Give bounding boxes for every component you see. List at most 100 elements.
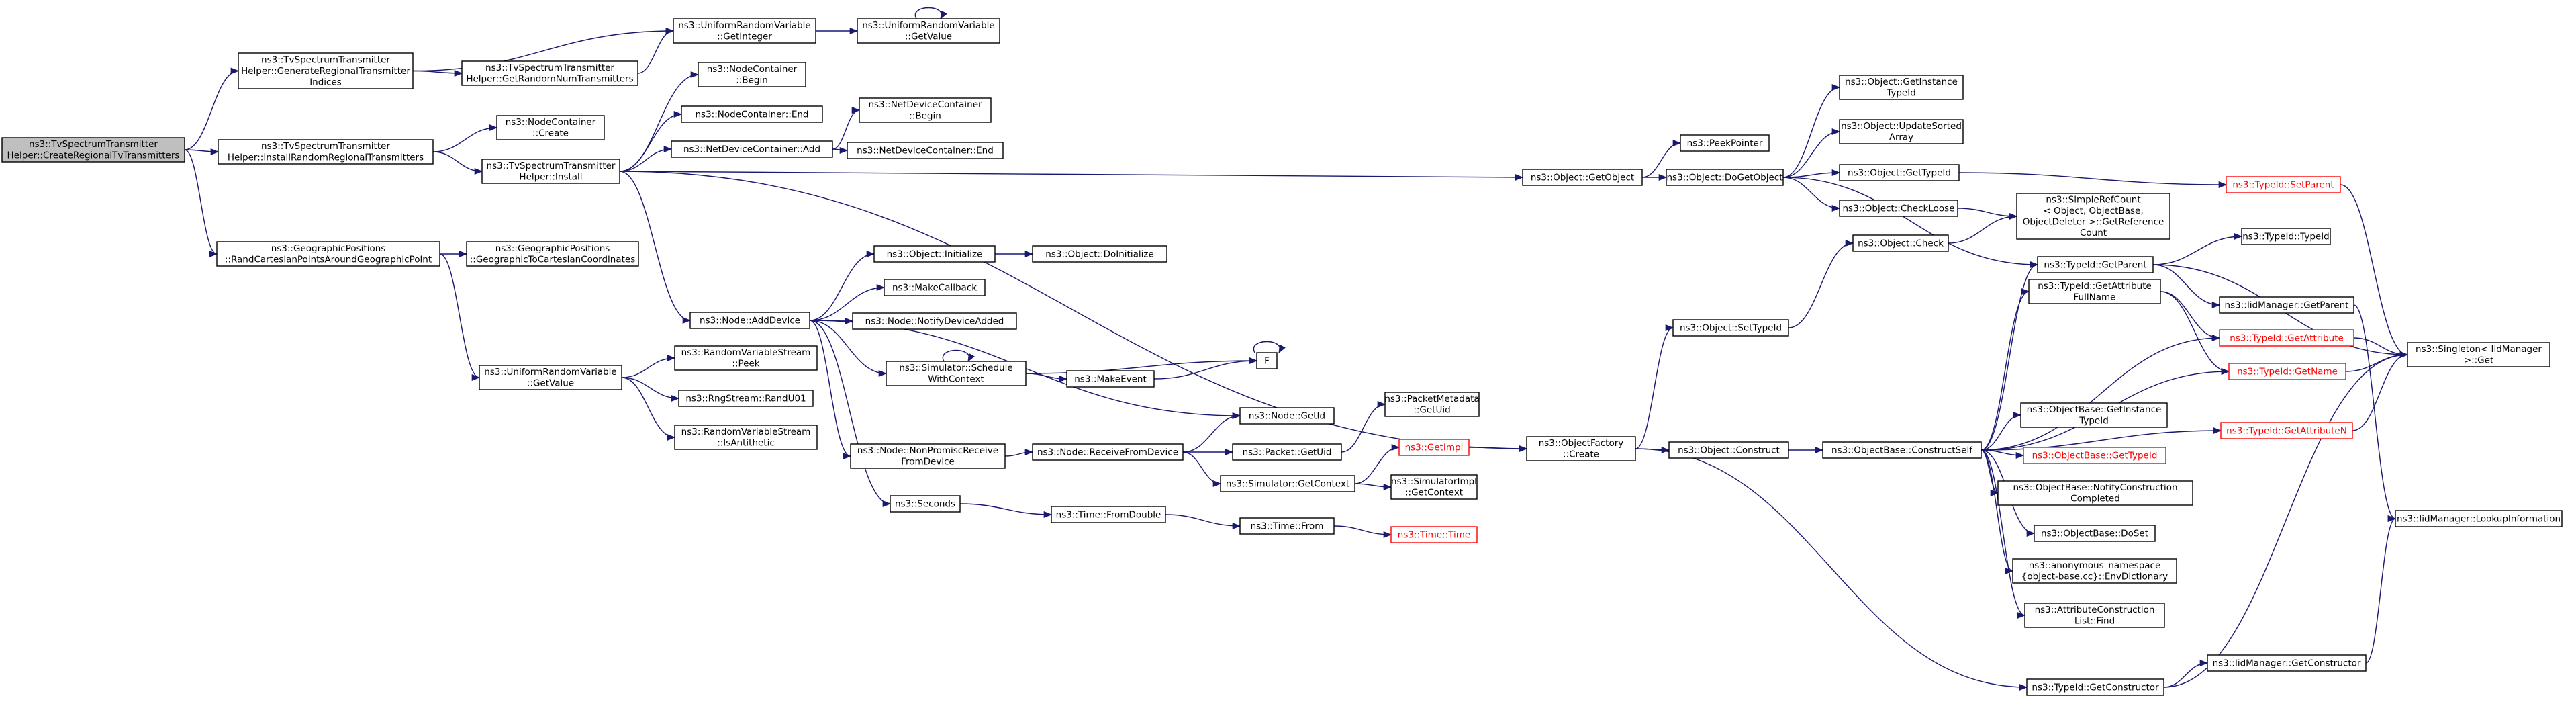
graph-node-ofCreate[interactable]: ns3::ObjectFactory::Create	[1526, 436, 1636, 461]
graph-node-iidLookup[interactable]: ns3::IidManager::LookupInformation	[2395, 510, 2563, 527]
graph-node-simGetCtx[interactable]: ns3::Simulator::GetContext	[1220, 475, 1355, 492]
graph-edge-recvFromDev-to-simGetCtx	[1182, 451, 1222, 488]
node-label-line: ns3::TvSpectrumTransmitter	[261, 54, 390, 65]
graph-node-tidGetAttribute[interactable]: ns3::TypeId::GetAttribute	[2219, 329, 2354, 347]
graph-node-peekPointer[interactable]: ns3::PeekPointer	[1680, 134, 1770, 152]
graph-node-objSetTypeId[interactable]: ns3::Object::SetTypeId	[1672, 319, 1789, 337]
graph-node-rngRandU01[interactable]: ns3::RngStream::RandU01	[678, 390, 814, 407]
graph-node-envDictionary[interactable]: ns3::anonymous_namespace{object-base.cc}…	[2012, 558, 2177, 584]
node-box	[1032, 245, 1167, 263]
graph-node-tidSetParent[interactable]: ns3::TypeId::SetParent	[2226, 176, 2341, 193]
graph-node-objConstruct[interactable]: ns3::Object::Construct	[1668, 441, 1789, 459]
graph-node-genRegional[interactable]: ns3::TvSpectrumTransmitterHelper::Genera…	[238, 52, 414, 89]
node-box	[671, 140, 833, 158]
graph-node-obNotifyConstruction[interactable]: ns3::ObjectBase::NotifyConstructionCompl…	[1997, 480, 2193, 506]
graph-node-makeCallback[interactable]: ns3::MakeCallback	[884, 279, 986, 296]
graph-node-doGetObject[interactable]: ns3::Object::DoGetObject	[1666, 169, 1784, 186]
graph-node-geoToCart[interactable]: ns3::GeographicPositions::GeographicToCa…	[466, 241, 639, 267]
node-label-line: ns3::PeekPointer	[1687, 138, 1763, 148]
graph-edge-urvGetValue2-to-rvsIsAnti	[621, 377, 676, 441]
graph-node-F[interactable]: F	[1256, 352, 1278, 369]
graph-node-tidTypeId[interactable]: ns3::TypeId::TypeId	[2241, 228, 2331, 245]
graph-node-tidGetParent[interactable]: ns3::TypeId::GetParent	[2037, 256, 2154, 273]
node-box	[886, 361, 1027, 386]
graph-node-obDoSet[interactable]: ns3::ObjectBase::DoSet	[2034, 525, 2156, 542]
graph-node-rvsIsAnti[interactable]: ns3::RandomVariableStream::IsAntithetic	[674, 425, 818, 450]
graph-node-objDoInitialize[interactable]: ns3::Object::DoInitialize	[1032, 245, 1167, 263]
graph-node-geoRand[interactable]: ns3::GeographicPositions::RandCartesianP…	[216, 241, 440, 267]
graph-node-timeFrom[interactable]: ns3::Time::From	[1239, 517, 1335, 535]
graph-node-recvFromDev[interactable]: ns3::Node::ReceiveFromDevice	[1032, 443, 1184, 461]
graph-node-timeTime[interactable]: ns3::Time::Time	[1390, 526, 1478, 543]
graph-node-simImplGetCtx[interactable]: ns3::SimulatorImpl::GetContext	[1390, 474, 1478, 500]
node-label-line: ::Begin	[909, 111, 941, 122]
node-box	[2034, 525, 2156, 542]
node-label-line: ns3::UniformRandomVariable	[862, 20, 995, 31]
graph-node-pmGetUid[interactable]: ns3::PacketMetadata::GetUid	[1384, 392, 1480, 417]
graph-node-installRandom[interactable]: ns3::TvSpectrumTransmitterHelper::Instal…	[218, 139, 434, 165]
graph-node-timeFromDouble[interactable]: ns3::Time::FromDouble	[1051, 506, 1166, 523]
graph-node-ncCreate[interactable]: ns3::NodeContainer::Create	[496, 115, 605, 140]
node-label-line: ns3::NetDeviceContainer	[868, 99, 982, 110]
graph-edge-objGetTypeId-to-tidSetParent	[1958, 172, 2228, 189]
graph-node-urvGetValue2[interactable]: ns3::UniformRandomVariable::GetValue	[479, 365, 622, 390]
node-label-line: ns3::TypeId::GetAttributeN	[2226, 425, 2347, 436]
graph-node-objCheck[interactable]: ns3::Object::Check	[1852, 234, 1949, 252]
graph-node-seconds[interactable]: ns3::Seconds	[890, 495, 961, 513]
node-label-line: Count	[2080, 228, 2107, 238]
graph-node-pktGetUid[interactable]: ns3::Packet::GetUid	[1232, 443, 1342, 461]
graph-node-urvGetInteger[interactable]: ns3::UniformRandomVariable::GetInteger	[673, 18, 816, 44]
graph-edge-urvGetValue2-to-rngRandU01	[621, 377, 680, 402]
graph-node-checkLoose[interactable]: ns3::Object::CheckLoose	[1839, 200, 1958, 217]
node-label-line: ns3::Object::UpdateSorted	[1841, 121, 1962, 132]
graph-edge-constructSelf-to-tidGetAttributeN	[1981, 427, 2222, 451]
graph-node-root[interactable]: ns3::TvSpectrumTransmitterHelper::Create…	[1, 137, 185, 163]
node-box	[1680, 134, 1770, 152]
graph-node-makeEvent[interactable]: ns3::MakeEvent	[1066, 370, 1155, 388]
graph-node-urvGetValue1[interactable]: ns3::UniformRandomVariable::GetValue	[857, 18, 1000, 44]
node-box	[2020, 402, 2168, 428]
graph-node-objGetTypeId[interactable]: ns3::Object::GetTypeId	[1839, 164, 1960, 181]
graph-edge-nonPromisc-to-recvFromDev	[1004, 448, 1034, 457]
graph-edge-nodeAddDevice-to-makeCallback	[809, 283, 886, 321]
graph-node-constructSelf[interactable]: ns3::ObjectBase::ConstructSelf	[1822, 441, 1982, 459]
node-box	[857, 18, 1000, 44]
graph-node-nodeGetId[interactable]: ns3::Node::GetId	[1239, 407, 1335, 425]
graph-node-getRandomNum[interactable]: ns3::TvSpectrumTransmitterHelper::GetRan…	[461, 60, 638, 86]
node-label-line: ::GetUid	[1413, 405, 1450, 416]
node-label-line: ns3::SimpleRefCount	[2046, 195, 2140, 206]
graph-edge-timeFromDouble-to-timeFrom	[1165, 514, 1241, 530]
graph-node-ndcEnd[interactable]: ns3::NetDeviceContainer::End	[847, 142, 1004, 159]
graph-node-nodeAddDevice[interactable]: ns3::Node::AddDevice	[689, 312, 810, 329]
graph-node-ncBegin[interactable]: ns3::NodeContainer::Begin	[698, 62, 806, 87]
graph-edge-constructSelf-to-obGetInstanceTypeId	[1981, 411, 2022, 451]
node-label-line: ns3::Object::Initialize	[887, 249, 983, 259]
graph-node-tidGetName[interactable]: ns3::TypeId::GetName	[2228, 363, 2346, 380]
node-box	[1398, 439, 1470, 456]
graph-node-ndcAdd[interactable]: ns3::NetDeviceContainer::Add	[671, 140, 833, 158]
node-box	[1384, 392, 1480, 417]
graph-node-getImpl[interactable]: ns3::GetImpl	[1398, 439, 1470, 456]
graph-node-singletonGet[interactable]: ns3::Singleton< IidManager>::Get	[2407, 342, 2550, 367]
graph-node-tidGetConstructor[interactable]: ns3::TypeId::GetConstructor	[2026, 678, 2164, 696]
graph-node-rvsPeek[interactable]: ns3::RandomVariableStream::Peek	[674, 345, 818, 371]
graph-node-srcGetRef[interactable]: ns3::SimpleRefCount< Object, ObjectBase,…	[2016, 193, 2170, 240]
graph-node-iidGetConstructor[interactable]: ns3::IidManager::GetConstructor	[2207, 654, 2367, 672]
graph-node-obGetTypeId[interactable]: ns3::ObjectBase::GetTypeId	[2023, 447, 2166, 464]
graph-node-ncEnd[interactable]: ns3::NodeContainer::End	[681, 105, 823, 123]
graph-node-ndcBegin[interactable]: ns3::NetDeviceContainer::Begin	[859, 97, 992, 123]
graph-node-notifyDevAdded[interactable]: ns3::Node::NotifyDeviceAdded	[852, 312, 1017, 330]
graph-node-tidGetAttributeN[interactable]: ns3::TypeId::GetAttributeN	[2220, 422, 2353, 439]
graph-node-objGetObject[interactable]: ns3::Object::GetObject	[1522, 169, 1643, 186]
graph-node-iidGetParent[interactable]: ns3::IidManager::GetParent	[2219, 296, 2354, 314]
graph-node-objInitialize[interactable]: ns3::Object::Initialize	[873, 245, 996, 263]
node-label-line: ns3::Object::GetObject	[1531, 172, 1634, 183]
graph-node-install[interactable]: ns3::TvSpectrumTransmitterHelper::Instal…	[481, 159, 620, 184]
